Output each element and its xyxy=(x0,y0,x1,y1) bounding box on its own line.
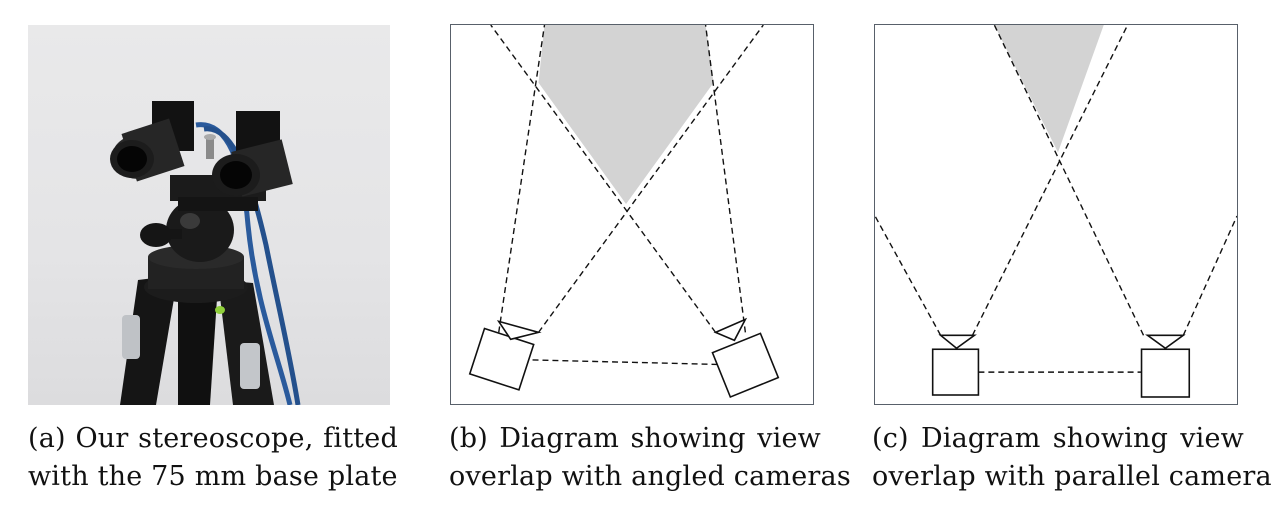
caption-b-line2: overlap with angled cameras xyxy=(449,461,851,492)
left-camera xyxy=(468,320,542,391)
caption-b-line1: (b) Diagram showing view xyxy=(449,420,821,458)
caption-a-line1: (a) Our stereoscope, fitted xyxy=(28,420,398,458)
caption-c-line2: overlap with parallel cameras xyxy=(872,461,1272,492)
caption-a-label: (a) xyxy=(28,423,66,454)
stereoscope-photo xyxy=(28,25,390,405)
caption-a-line2: with the 75 mm base plate xyxy=(28,461,398,492)
overlap-region xyxy=(538,25,714,205)
parallel-cameras-svg xyxy=(875,25,1237,398)
right-camera xyxy=(1140,334,1191,398)
left-camera xyxy=(931,334,980,396)
caption-b-label: (b) xyxy=(449,423,488,454)
angled-cameras-diagram xyxy=(450,24,814,405)
overlap-region xyxy=(994,25,1104,153)
parallel-cameras-diagram xyxy=(874,24,1238,405)
caption-c-label: (c) xyxy=(872,423,909,454)
caption-c-line1: (c) Diagram showing view xyxy=(872,420,1244,458)
angled-cameras-svg xyxy=(468,25,780,399)
caption-a: (a) Our stereoscope, fitted with the 75 … xyxy=(28,420,398,496)
caption-b: (b) Diagram showing view overlap with an… xyxy=(449,420,851,496)
stereoscope-illustration xyxy=(110,101,301,405)
caption-c: (c) Diagram showing view overlap with pa… xyxy=(872,420,1272,496)
right-camera xyxy=(711,317,780,399)
